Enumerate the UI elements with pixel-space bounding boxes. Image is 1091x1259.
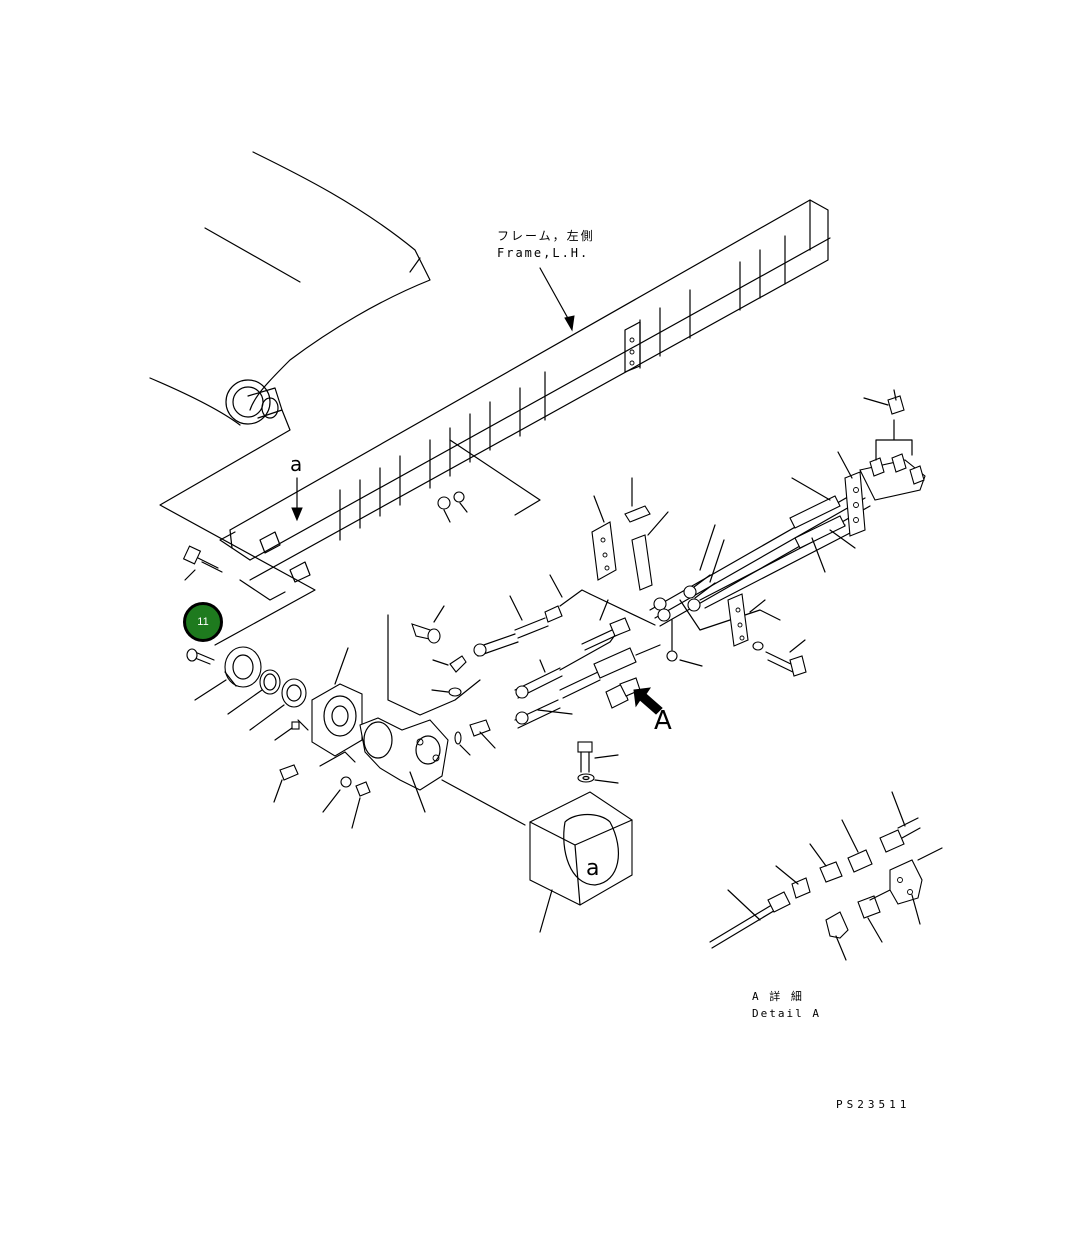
detail-label-jp: A 詳 細 <box>752 990 804 1003</box>
track-arm <box>149 151 431 646</box>
drawing-code: PS23511 <box>836 1098 911 1111</box>
frame-label-en: Frame,L.H. <box>497 246 590 260</box>
frame-nut-washer <box>437 491 468 523</box>
view-letter-a-bottom: a <box>586 856 600 881</box>
detail-a-box <box>529 791 633 933</box>
pump-assembly <box>186 614 526 829</box>
hydraulic-fittings-middle <box>411 574 661 756</box>
frame-leader-arrow <box>539 267 575 332</box>
view-a-arrow-top <box>291 477 303 522</box>
view-A-arrow <box>633 687 663 715</box>
detail-label: A 詳 細 Detail A <box>752 988 821 1022</box>
pipe-bracket-assembly <box>591 389 926 677</box>
frame-label: フレーム，左側 Frame,L.H. <box>497 228 595 262</box>
view-letter-a-top: a <box>290 452 303 476</box>
frame-left-hand <box>219 199 831 601</box>
detail-A-parts <box>709 791 943 961</box>
detail-label-en: Detail A <box>752 1007 821 1020</box>
view-letter-A: A <box>654 706 672 736</box>
callout-number: 11 <box>197 616 209 628</box>
part-callout-badge[interactable]: 11 <box>183 602 223 642</box>
frame-label-jp: フレーム，左側 <box>497 229 595 243</box>
bolt-left <box>182 545 223 581</box>
